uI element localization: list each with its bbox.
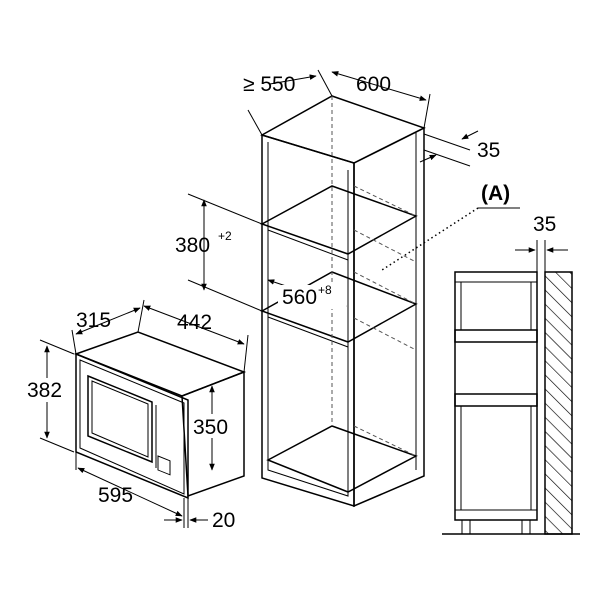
cabinet-width-label: 600: [356, 73, 391, 96]
appliance-height-label: 382: [27, 379, 62, 402]
side-section-detail: 35: [442, 213, 580, 535]
appliance-top-dimensions: 315 442: [71, 299, 249, 373]
niche-height-label: 380: [175, 234, 210, 257]
niche-height-dimension: 380 +2: [175, 193, 263, 312]
detail-marker-label: (A): [481, 182, 510, 205]
appliance-depth-label: 315: [76, 309, 111, 332]
frame-depth-label: 20: [212, 509, 235, 532]
niche-width-dimension: 560 +8: [267, 279, 347, 309]
appliance-bottom-dimensions: 595 20: [75, 452, 235, 532]
niche-height-tolerance: +2: [218, 229, 232, 243]
detail-marker: (A): [381, 182, 520, 271]
appliance-width-label: 442: [177, 311, 212, 334]
cabinet-width-dimension: 600: [331, 71, 431, 129]
back-gap-dimension: 35: [419, 130, 500, 167]
appliance-height-dimension: 382: [26, 339, 75, 453]
body-height-label: 350: [193, 416, 228, 439]
niche-width-label: 560: [282, 286, 317, 309]
body-height-dimension: 350: [192, 385, 236, 471]
side-gap-label: 35: [533, 213, 556, 236]
back-gap-label: 35: [477, 139, 500, 162]
frame-width-label: 595: [98, 484, 133, 507]
cabinet-depth-label: ≥ 550: [243, 73, 295, 96]
niche-width-tolerance: +8: [318, 283, 332, 297]
cabinet-depth-dimension: ≥ 550: [243, 69, 333, 136]
